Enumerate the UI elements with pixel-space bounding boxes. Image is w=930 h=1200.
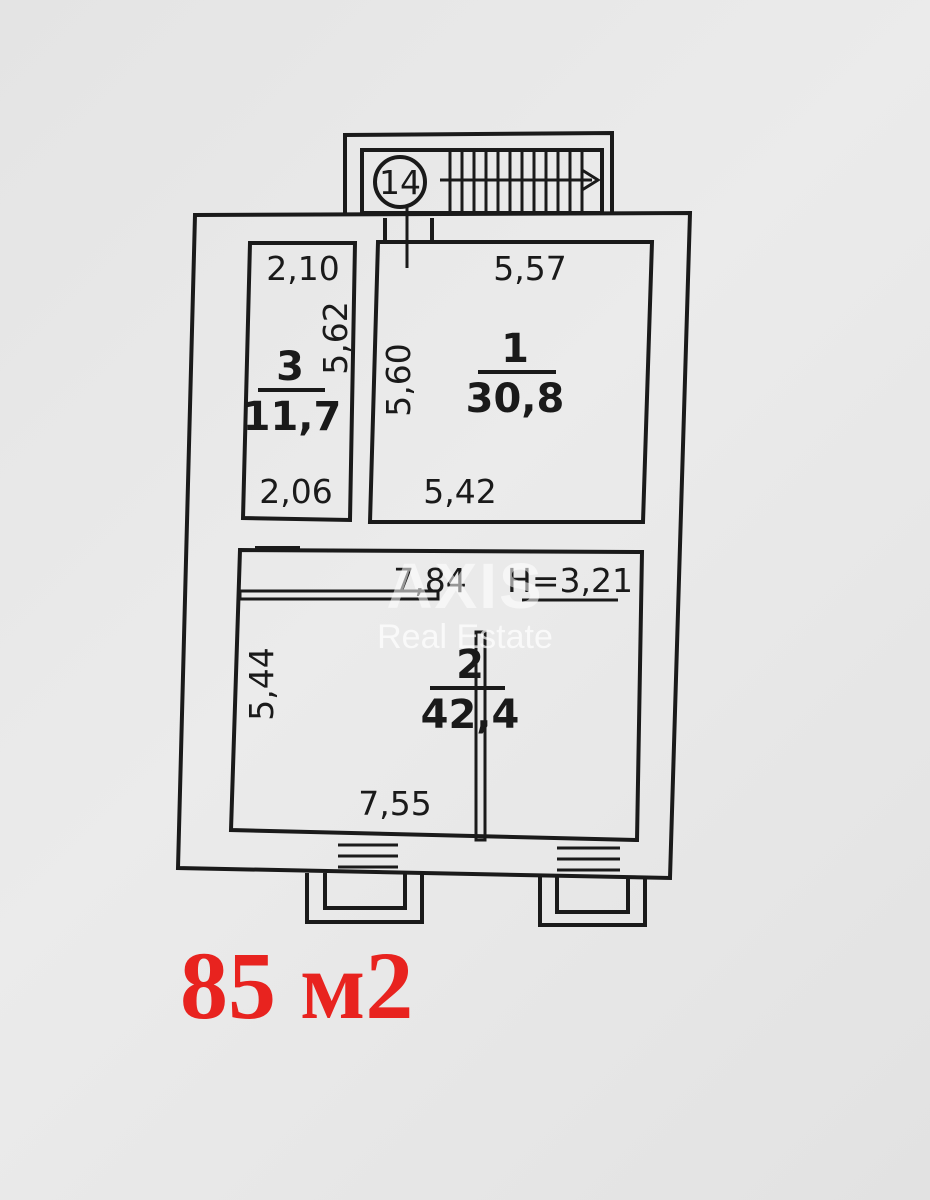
partition-horizontal — [238, 589, 440, 601]
partition-vertical — [474, 630, 487, 842]
entrance-number: 14 — [379, 163, 421, 202]
room-2-area: 42,4 — [421, 692, 520, 738]
entrance-right — [538, 876, 647, 927]
watermark-brand: AXIS — [386, 550, 543, 622]
entrance-left — [305, 873, 424, 924]
dim-room2-top: 7,84 — [393, 561, 466, 600]
stair-arrow — [440, 168, 601, 192]
entrance-right-inner — [555, 876, 630, 914]
dim-room2-left: 5,44 — [242, 647, 281, 720]
watermark-subtitle: Real Estate — [377, 618, 553, 656]
room-3-area: 11,7 — [243, 394, 342, 440]
outer-wall — [175, 210, 693, 881]
dim-room3-right: 5,62 — [316, 301, 355, 374]
ceiling-height: H=3,21 — [507, 561, 633, 600]
room-1-walls — [367, 240, 655, 524]
room-2-walls — [228, 547, 645, 843]
dim-room3-top: 2,10 — [266, 249, 339, 288]
dim-room1-top: 5,57 — [493, 249, 566, 288]
total-area-label: 85 м2 — [180, 932, 414, 1039]
dim-room3-bottom: 2,06 — [259, 472, 332, 511]
dim-room1-left: 5,60 — [379, 343, 418, 416]
room-1-area: 30,8 — [466, 376, 565, 422]
stair-block — [343, 130, 614, 215]
room-3-walls — [240, 241, 358, 523]
entrance-circle — [373, 155, 427, 209]
stair-inner — [360, 148, 604, 215]
room-2-number: 2 — [456, 642, 484, 688]
dim-room1-bottom: 5,42 — [423, 472, 496, 511]
room-3-number: 3 — [276, 344, 304, 390]
entrance-left-inner — [323, 873, 407, 910]
room-1-number: 1 — [501, 326, 529, 372]
dim-room2-bottom: 7,55 — [358, 784, 431, 823]
